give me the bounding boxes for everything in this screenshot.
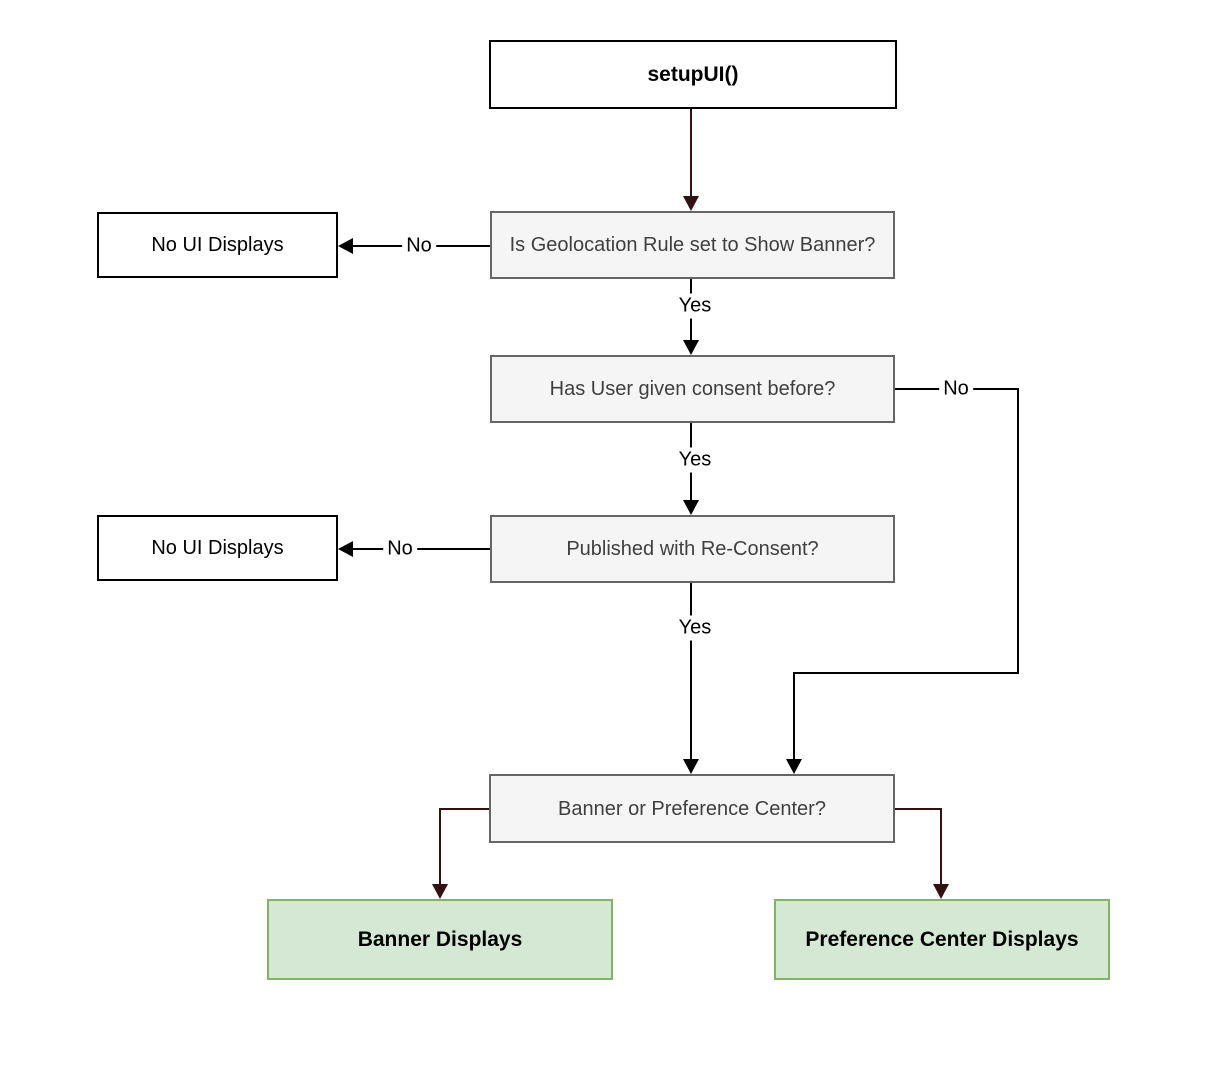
node-geolocation-question: Is Geolocation Rule set to Show Banner? xyxy=(490,211,895,279)
edge-reconsent-yes xyxy=(690,583,692,759)
edge-to-pref-center-vertical xyxy=(940,808,942,885)
edge-consent-no-segment-left xyxy=(793,672,1019,674)
arrowhead-consent-no-into-banner-or-pref xyxy=(786,759,802,774)
arrowhead-yes-into-banner-or-pref xyxy=(683,759,699,774)
edge-to-banner-displays-vertical xyxy=(439,808,441,885)
edge-label-yes-3: Yes xyxy=(674,615,716,641)
node-no-ui-displays-middle: No UI Displays xyxy=(97,515,338,581)
arrowhead-into-no-ui-top xyxy=(338,238,353,254)
node-reconsent-question: Published with Re-Consent? xyxy=(490,515,895,583)
edge-consent-no-segment-down xyxy=(1017,388,1019,674)
arrowhead-into-no-ui-middle xyxy=(338,541,353,557)
edge-reconsent-no xyxy=(352,548,491,550)
node-setupui: setupUI() xyxy=(489,40,897,109)
arrowhead-into-banner-displays xyxy=(432,884,448,899)
edge-label-no-2: No xyxy=(939,376,973,402)
edge-label-yes-2: Yes xyxy=(674,447,716,473)
edge-setupui-to-geolocation xyxy=(690,109,692,196)
edge-to-pref-center-horizontal xyxy=(893,808,942,810)
arrowhead-into-consent xyxy=(683,340,699,355)
edge-to-banner-displays-horizontal xyxy=(439,808,491,810)
node-no-ui-displays-top: No UI Displays xyxy=(97,212,338,278)
arrowhead-into-pref-center xyxy=(933,884,949,899)
node-banner-or-pref-question: Banner or Preference Center? xyxy=(489,774,895,843)
node-preference-center-displays: Preference Center Displays xyxy=(774,899,1110,980)
arrowhead-into-geolocation xyxy=(683,196,699,211)
node-banner-displays: Banner Displays xyxy=(267,899,613,980)
edge-label-no-3: No xyxy=(383,536,417,562)
edge-consent-no-segment-drop xyxy=(793,672,795,759)
arrowhead-into-reconsent xyxy=(683,500,699,515)
edge-label-no-1: No xyxy=(402,233,436,259)
node-consent-question: Has User given consent before? xyxy=(490,355,895,423)
edge-label-yes-1: Yes xyxy=(674,293,716,319)
